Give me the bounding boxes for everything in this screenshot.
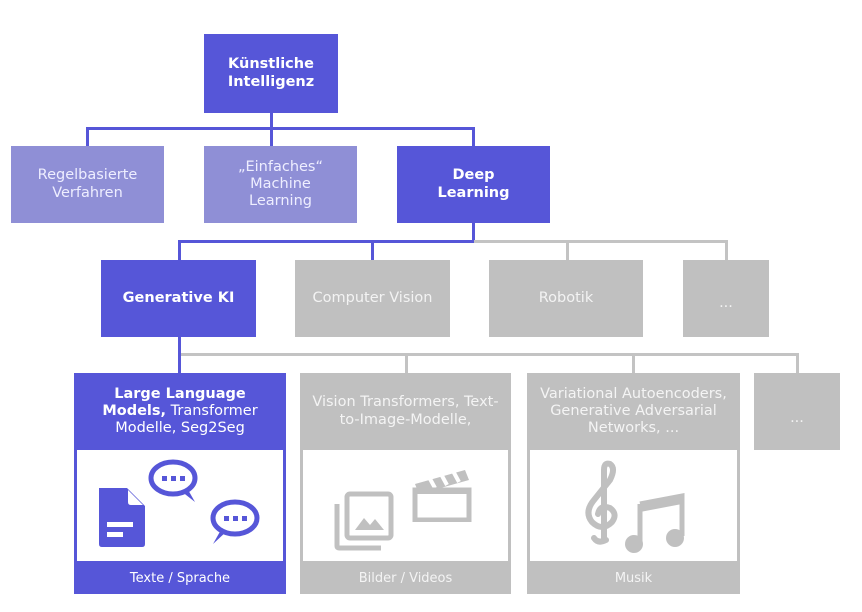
card-title-line: to-Image-Modelle,: [339, 411, 472, 428]
node-label: Learning: [249, 193, 312, 210]
connector: [178, 240, 181, 260]
node-label: Verfahren: [52, 184, 123, 201]
card-title-line: Modelle, Seg2Seg: [115, 420, 245, 437]
connector: [270, 113, 273, 129]
card-title-line: Generative Adversarial: [550, 402, 717, 419]
node-label: ...: [719, 294, 733, 311]
connector: [270, 127, 273, 146]
connector: [86, 127, 474, 130]
node-label: Robotik: [538, 289, 594, 306]
node-more-level3: ...: [683, 260, 769, 337]
treble-clef-icon: [585, 460, 618, 545]
connector: [796, 353, 799, 373]
connector: [474, 240, 728, 243]
card-title-rest: Transformer: [166, 402, 258, 419]
connector: [725, 240, 728, 260]
connector: [86, 127, 89, 146]
node-more-level4: ...: [754, 373, 840, 450]
card-illustration: [77, 450, 283, 561]
card-illustration: [303, 450, 508, 561]
node-label: Deep: [452, 167, 495, 184]
node-label: „Einfaches“: [237, 158, 324, 175]
card-footer: Musik: [614, 570, 653, 586]
card-title-bold: Models,: [102, 402, 167, 419]
node-label: Intelligenz: [227, 73, 315, 90]
card-title: Variational Autoencoders, Generative Adv…: [527, 373, 740, 450]
document-icon: [99, 488, 145, 547]
music-note-icon: [625, 492, 685, 553]
card-illustration: [530, 450, 737, 561]
node-label: Generative KI: [122, 289, 235, 306]
card-footer: Bilder / Videos: [358, 570, 453, 586]
node-generative-ki: Generative KI: [101, 260, 256, 337]
card-title-line: Models, Transformer: [102, 403, 257, 420]
connector: [178, 337, 181, 373]
connector: [178, 240, 475, 243]
node-deep-learning: Deep Learning: [397, 146, 550, 223]
node-einfaches-machine-learning: „Einfaches“ Machine Learning: [204, 146, 357, 223]
connector: [181, 353, 799, 356]
card-variational-autoencoders: Variational Autoencoders, Generative Adv…: [527, 373, 740, 594]
card-title-line: Variational Autoencoders,: [540, 385, 727, 402]
node-robotik: Robotik: [489, 260, 643, 337]
node-label: Computer Vision: [312, 289, 433, 306]
node-label: Machine: [250, 175, 311, 192]
node-label: Künstliche: [228, 56, 314, 73]
image-gallery-icon: [334, 491, 394, 551]
card-title-line: Networks, ...: [587, 420, 680, 437]
node-computer-vision: Computer Vision: [295, 260, 450, 337]
card-title-line: Vision Transformers, Text-: [312, 394, 499, 411]
speech-bubble-icon: [210, 499, 260, 544]
card-title: Large Language Models, Transformer Model…: [74, 373, 286, 450]
node-regelbasierte-verfahren: Regelbasierte Verfahren: [11, 146, 164, 223]
connector: [472, 223, 475, 242]
connector: [632, 353, 635, 373]
node-label: Regelbasierte: [37, 167, 138, 184]
card-large-language-models: Large Language Models, Transformer Model…: [74, 373, 286, 594]
node-label: ...: [790, 409, 804, 426]
connector: [566, 240, 569, 260]
card-footer: Texte / Sprache: [129, 570, 231, 586]
node-label: Learning: [437, 184, 510, 201]
connector: [405, 353, 408, 373]
node-kuenstliche-intelligenz: Künstliche Intelligenz: [204, 34, 338, 113]
card-title: Vision Transformers, Text- to-Image-Mode…: [300, 373, 511, 450]
card-title-line: Large Language: [114, 385, 246, 402]
speech-bubble-icon: [148, 459, 198, 502]
clapperboard-icon: [412, 470, 472, 522]
connector: [371, 240, 374, 260]
card-vision-transformers: Vision Transformers, Text- to-Image-Mode…: [300, 373, 511, 594]
connector: [472, 127, 475, 146]
